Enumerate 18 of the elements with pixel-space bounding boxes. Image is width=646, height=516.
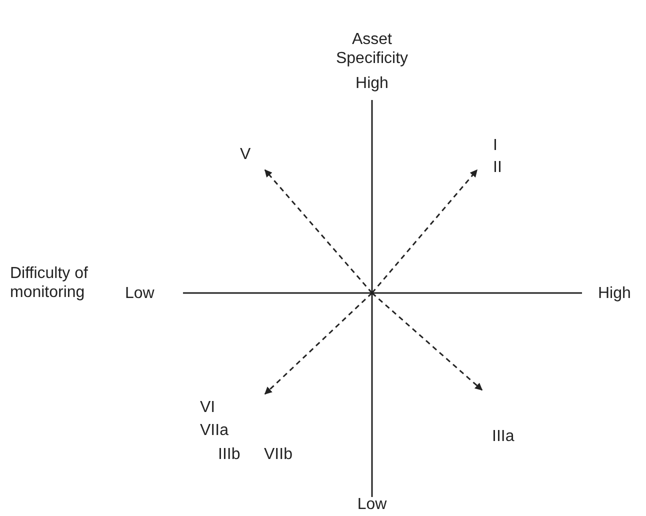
- quadrant-label: IIIa: [492, 427, 514, 446]
- axis-end-label: High: [354, 74, 390, 93]
- quadrant-label: V: [240, 145, 251, 164]
- axis-end-label: Low: [356, 495, 388, 514]
- quadrant-label: IIIb: [218, 445, 240, 464]
- quadrant-label: II: [493, 158, 502, 177]
- axis-title: Asset Specificity: [334, 30, 410, 68]
- quadrant-label: VIIb: [264, 445, 292, 464]
- quadrant-label: VI: [200, 398, 216, 417]
- quadrant-label: VIIa: [200, 421, 228, 440]
- dashed-arrow: [264, 169, 373, 294]
- axis-end-label: High: [598, 284, 632, 303]
- axis-title: Difficulty of monitoring: [10, 264, 89, 302]
- dashed-arrow: [372, 292, 483, 391]
- quadrant-label: I: [493, 136, 498, 155]
- axis-end-label: Low: [125, 284, 156, 303]
- dashed-arrow: [371, 169, 478, 294]
- dashed-arrow: [264, 292, 373, 395]
